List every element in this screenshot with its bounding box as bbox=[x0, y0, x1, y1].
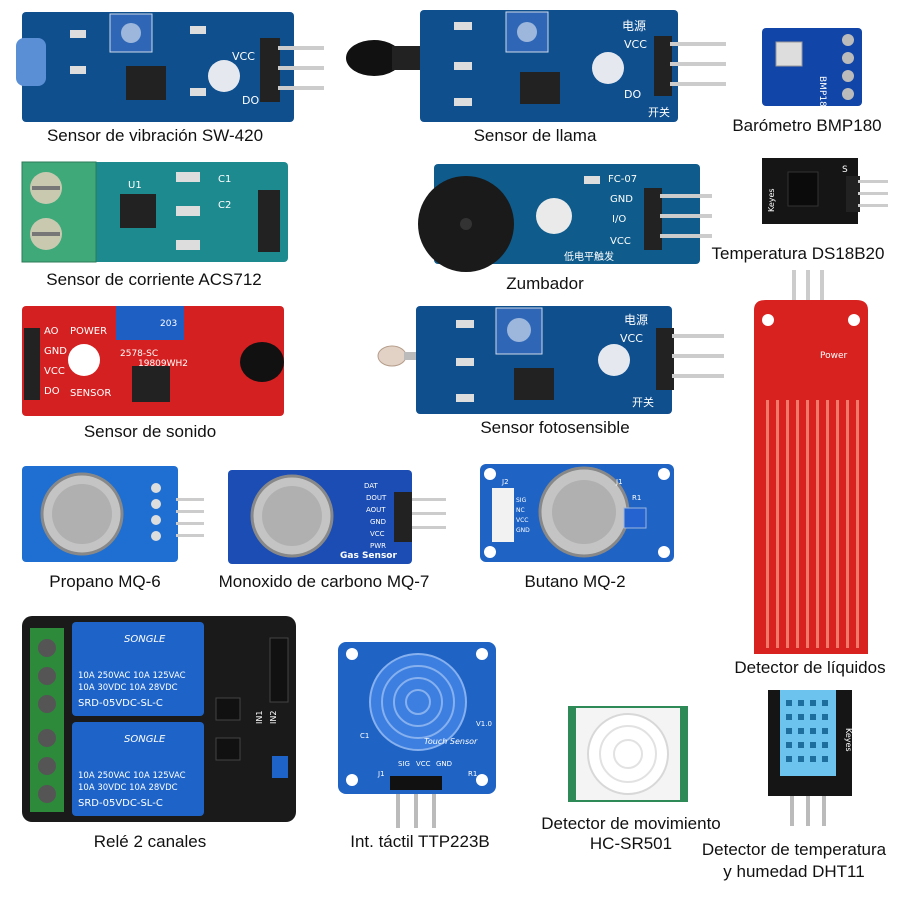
pcb-u1-label: U1 bbox=[128, 180, 142, 191]
caption-sound-sensor: Sensor de sonido bbox=[83, 422, 217, 441]
pcb-version-label: V1.0 bbox=[476, 720, 492, 728]
liquid-detector-module: Power bbox=[748, 270, 874, 654]
pcb-gnd-label: GND bbox=[610, 194, 633, 205]
pcb-aout-label: AOUT bbox=[366, 506, 386, 514]
caption-dht11-line1: Detector de temperatura bbox=[701, 840, 887, 859]
relay1-model: SRD-05VDC-SL-C bbox=[78, 698, 163, 709]
pcb-vcc-label: VCC bbox=[624, 38, 647, 51]
pcb-buzzer-cn-label: 低电平触发 bbox=[564, 250, 614, 263]
caption-propane-mq6: Propano MQ-6 bbox=[49, 572, 161, 591]
sound-sensor-module: AO POWER GND VCC DO SENSOR 2578-SC 19809… bbox=[20, 304, 286, 418]
propane-mq6-module bbox=[20, 464, 206, 564]
pcb-power-cn-label: 电源 bbox=[622, 19, 646, 33]
pcb-vcc-label: VCC bbox=[620, 332, 643, 345]
pcb-in1-label: IN1 bbox=[255, 711, 264, 724]
pcb-fc07-label: FC-07 bbox=[608, 174, 637, 185]
pcb-j1-label: J1 bbox=[615, 478, 623, 486]
caption-temperature-ds18b20: Temperatura DS18B20 bbox=[711, 244, 885, 263]
photosensitive-sensor-module: 电源 VCC 开关 bbox=[370, 304, 726, 416]
pcb-j2-label: J2 bbox=[501, 478, 509, 486]
barometer-module: BMP180 bbox=[760, 26, 866, 108]
relay1-brand: SONGLE bbox=[124, 634, 166, 645]
relay2-model: SRD-05VDC-SL-C bbox=[78, 798, 163, 809]
pcb-vcc-label: VCC bbox=[610, 236, 631, 247]
pcb-ao-label: AO bbox=[44, 326, 59, 337]
pcb-sig-label: SIG bbox=[516, 497, 527, 504]
pcb-c1-label: C1 bbox=[218, 174, 231, 185]
caption-relay-2ch: Relé 2 canales bbox=[93, 832, 207, 851]
pcb-nc-label: NC bbox=[516, 507, 525, 514]
pcb-in2-label: IN2 bbox=[269, 711, 278, 724]
caption-butane-mq2: Butano MQ-2 bbox=[524, 572, 626, 591]
pcb-sensor-label: SENSOR bbox=[70, 388, 111, 399]
pcb-gnd-label: GND bbox=[44, 346, 67, 357]
pcb-gas-sensor-label: Gas Sensor bbox=[340, 551, 397, 561]
caption-touch-sensor: Int. táctil TTP223B bbox=[350, 832, 490, 851]
relay2-rating-1: 10A 250VAC 10A 125VAC bbox=[78, 771, 186, 781]
relay2-rating-2: 10A 30VDC 10A 28VDC bbox=[78, 783, 178, 793]
pcb-gnd-label: GND bbox=[516, 527, 530, 534]
pcb-vcc-label: VCC bbox=[232, 50, 255, 63]
pcb-vcc-label: VCC bbox=[370, 530, 385, 538]
pcb-pot-label: 203 bbox=[160, 319, 177, 329]
pcb-keyes-label: Keyes bbox=[767, 188, 776, 212]
pcb-vcc-label: VCC bbox=[516, 517, 528, 524]
pcb-touch-label: Touch Sensor bbox=[424, 737, 478, 746]
buzzer-module: FC-07 GND I/O VCC 低电平触发 bbox=[414, 160, 714, 274]
relay2-brand: SONGLE bbox=[124, 734, 166, 745]
pcb-pwr-label: PWR bbox=[370, 542, 386, 550]
pcb-r1-label: R1 bbox=[468, 770, 477, 778]
caption-carbon-monoxide-mq7: Monoxido de carbono MQ-7 bbox=[218, 572, 430, 591]
flame-sensor-module: 电源 VCC DO 开关 bbox=[340, 6, 730, 124]
caption-vibration-sensor: Sensor de vibración SW-420 bbox=[46, 126, 264, 145]
pcb-power-cn-label: 电源 bbox=[624, 313, 648, 327]
temperature-ds18b20-module: S Keyes bbox=[760, 156, 890, 226]
pcb-sig-label: SIG bbox=[398, 760, 410, 768]
caption-photosensitive-sensor: Sensor fotosensible bbox=[480, 418, 630, 437]
current-sensor-module: U1 C1 C2 bbox=[20, 160, 290, 264]
caption-dht11-line2: y humedad DHT11 bbox=[723, 862, 865, 881]
motion-detector-module bbox=[566, 704, 690, 804]
pcb-switch-cn-label: 开关 bbox=[632, 395, 654, 409]
caption-motion-detector-line2: HC-SR501 bbox=[589, 834, 673, 853]
relay1-rating-2: 10A 30VDC 10A 28VDC bbox=[78, 683, 178, 693]
caption-liquid-detector: Detector de líquidos bbox=[734, 658, 886, 677]
pcb-bmp-label: BMP180 bbox=[817, 76, 827, 108]
pcb-j1-label: J1 bbox=[377, 770, 385, 778]
pcb-do-label: DO bbox=[624, 88, 641, 101]
pcb-s-label: S bbox=[842, 165, 848, 175]
pcb-c2-label: C2 bbox=[218, 200, 231, 211]
caption-buzzer: Zumbador bbox=[506, 274, 584, 293]
pcb-dat-label: DAT bbox=[364, 482, 379, 490]
touch-sensor-module: C1 Touch Sensor V1.0 SIG VCC GND J1 R1 bbox=[336, 640, 498, 830]
vibration-sensor-module: VCC DO bbox=[10, 8, 326, 124]
carbon-monoxide-mq7-module: DAT DOUT AOUT GND VCC PWR Gas Sensor bbox=[226, 468, 448, 566]
pcb-do-label: DO bbox=[242, 94, 259, 107]
pcb-do-label: DO bbox=[44, 386, 60, 397]
caption-flame-sensor: Sensor de llama bbox=[473, 126, 597, 145]
caption-motion-detector-line1: Detector de movimiento bbox=[541, 814, 721, 833]
caption-barometer: Barómetro BMP180 bbox=[732, 116, 882, 135]
pcb-power-label: Power bbox=[820, 351, 848, 361]
pcb-sound-ic2-label: 19809WH2 bbox=[138, 359, 188, 369]
relay1-rating-1: 10A 250VAC 10A 125VAC bbox=[78, 671, 186, 681]
pcb-switch-cn-label: 开关 bbox=[648, 105, 670, 119]
caption-current-sensor: Sensor de corriente ACS712 bbox=[46, 270, 262, 289]
pcb-c1-label: C1 bbox=[360, 732, 369, 740]
butane-mq2-module: J2 J1 R1 SIG NC VCC GND bbox=[478, 460, 676, 566]
pcb-gnd-label: GND bbox=[370, 518, 386, 526]
pcb-dout-label: DOUT bbox=[366, 494, 387, 502]
pcb-sound-ic-label: 2578-SC bbox=[120, 349, 158, 359]
pcb-gnd-label: GND bbox=[436, 760, 452, 768]
pcb-io-label: I/O bbox=[612, 214, 626, 225]
dht11-module: Keyes bbox=[764, 688, 860, 828]
pcb-keyes-label: Keyes bbox=[844, 728, 853, 752]
pcb-vcc-label: VCC bbox=[416, 760, 431, 768]
pcb-power-label: POWER bbox=[70, 326, 107, 337]
pcb-r1-label: R1 bbox=[632, 494, 641, 502]
pcb-vcc-label: VCC bbox=[44, 366, 65, 377]
relay-2ch-module: SONGLE 10A 250VAC 10A 125VAC 10A 30VDC 1… bbox=[20, 614, 298, 824]
